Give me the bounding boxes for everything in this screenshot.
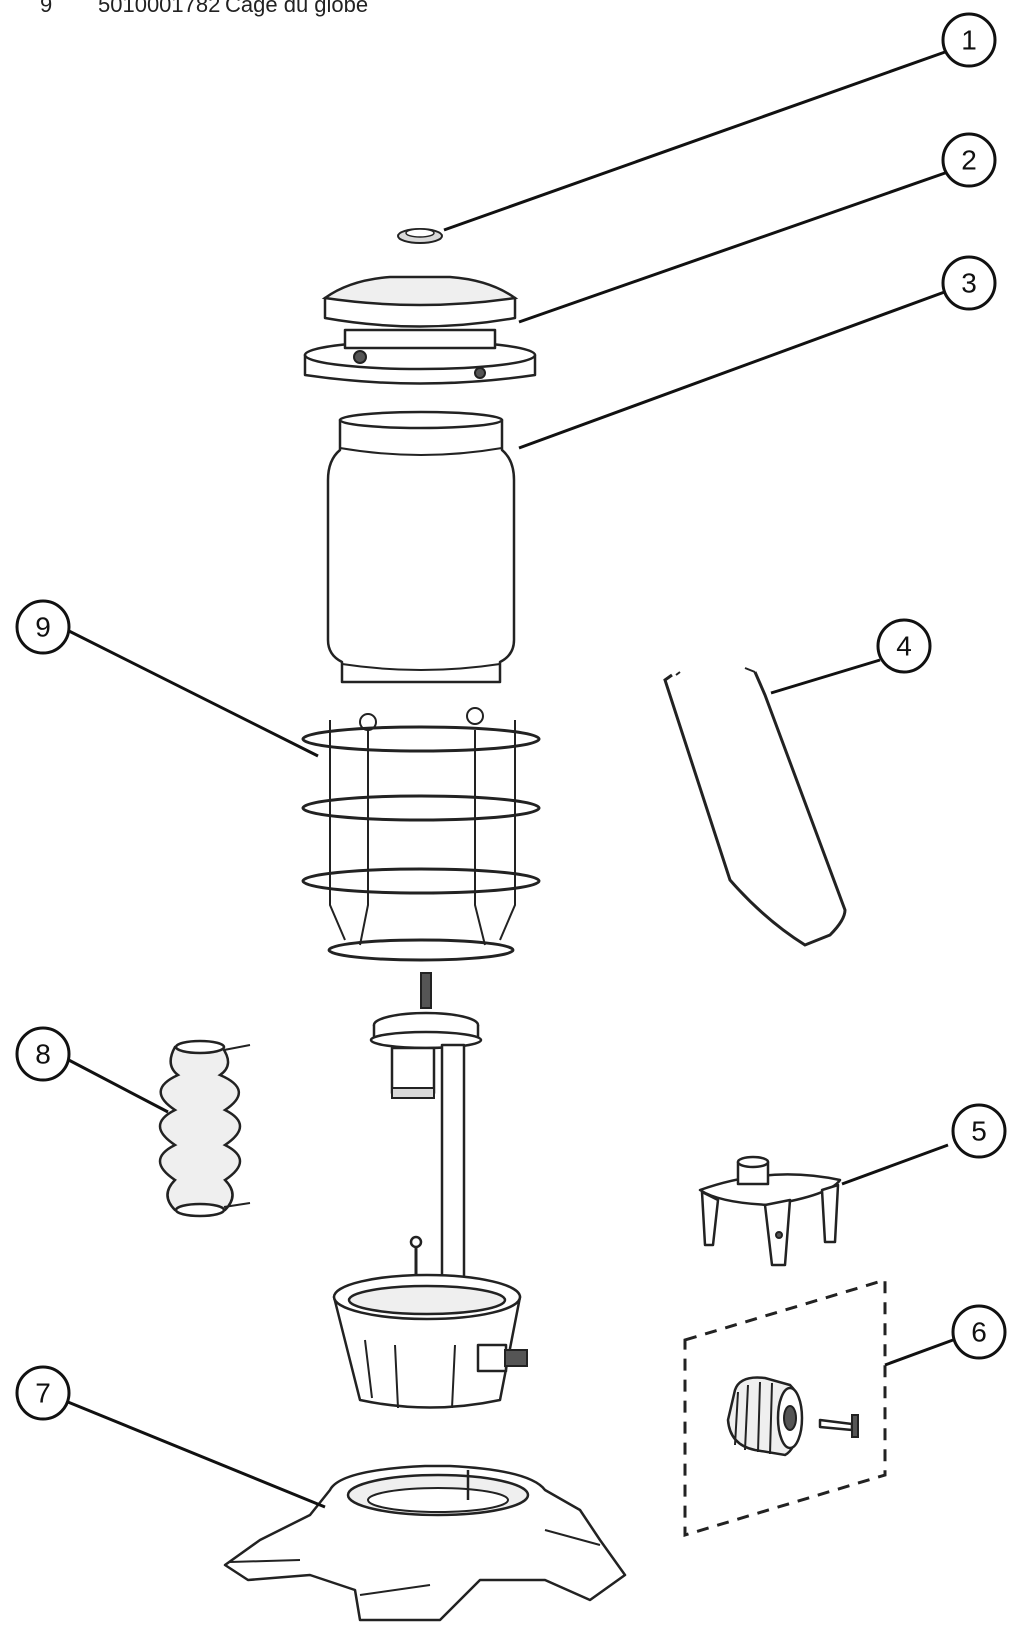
part-mantle <box>158 1039 251 1218</box>
callout-4: 4 <box>876 618 932 674</box>
callout-3: 3 <box>941 255 997 311</box>
part-bail <box>663 667 847 947</box>
part-burner-assembly <box>369 972 483 1325</box>
callout-8-label: 8 <box>35 1039 51 1070</box>
callout-7: 7 <box>15 1365 71 1421</box>
callout-7-label: 7 <box>35 1378 51 1409</box>
header-description: Cage du globe <box>225 0 368 17</box>
part-knob-screw-kit <box>683 1277 887 1538</box>
part-base <box>223 1464 627 1622</box>
part-globe-cage <box>301 707 541 962</box>
callout-8: 8 <box>15 1026 71 1082</box>
callout-4-label: 4 <box>896 631 912 662</box>
header-item-number: 9 <box>40 0 52 17</box>
callout-6: 6 <box>951 1304 1007 1360</box>
callout-2-label: 2 <box>961 145 977 176</box>
callout-5-label: 5 <box>971 1116 987 1147</box>
part-globe <box>326 410 516 684</box>
header-row: 9 5010001782 Cage du globe <box>40 0 368 17</box>
header-part-number: 5010001782 <box>98 0 220 17</box>
callout-2: 2 <box>941 132 997 188</box>
part-fuel-tank <box>332 1273 528 1409</box>
part-ventilator <box>303 275 537 385</box>
callout-5: 5 <box>951 1103 1007 1159</box>
callout-9: 9 <box>15 599 71 655</box>
callout-9-label: 9 <box>35 612 51 643</box>
callout-3-label: 3 <box>961 268 977 299</box>
leader-lines <box>62 50 954 1509</box>
part-burner-bracket <box>698 1155 842 1267</box>
callout-1-label: 1 <box>961 25 977 56</box>
callout-1: 1 <box>941 12 997 68</box>
callout-6-label: 6 <box>971 1317 987 1348</box>
part-top-nut <box>397 228 443 244</box>
